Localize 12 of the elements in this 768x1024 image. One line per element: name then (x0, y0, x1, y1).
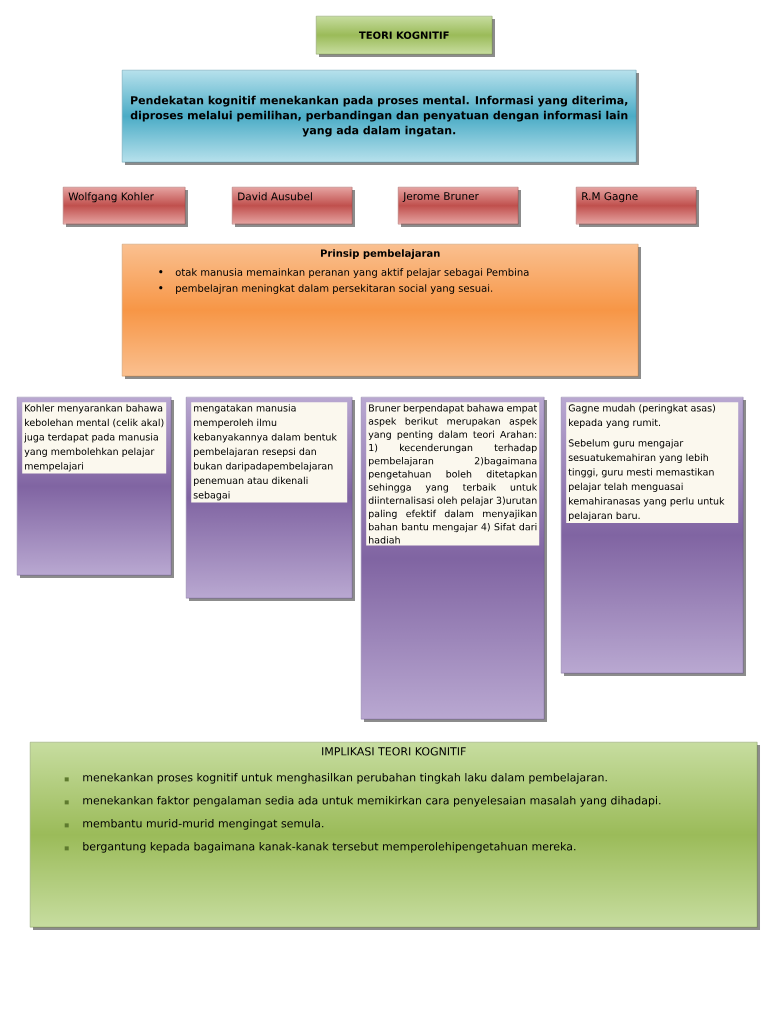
principle-box: Prinsip pembelajaran otak manusia memainkan peranan yang aktif pelajar sebagai Pembina pembelajran meningkat dalam persekitaran social yang sesuai. (122, 244, 641, 379)
title-box: TEORI KOGNITIF (316, 16, 495, 57)
name-box: Wolfgang Kohler (63, 187, 188, 227)
text-box: Bruner berpendapat bahawa empat aspek berikut merupakan aspek yang penting dalam teori Arahan: 1) kecenderungan terhadap pembelajaran 2)bagaimana pengetahuan boleh ditetapkan sehingga yang terbaik untuk diinternalisasi oleh pelajar 3)urutan paling efektif dalam menyajikan bahan bantu mengajar 4) Sifat dari hadiah (361, 397, 547, 722)
description-box: Pendekatan kognitif menekankan pada proses mental. Informasi yang diterima, diproses melalui pemilihan, perbandingan dan penyatuan dengan informasi lain yang ada dalam ingatan. (122, 70, 639, 165)
text-box: Kohler menyarankan bahawa kebolehan mental (celik akal) juga terdapat pada manusia yang membolehkan pelajar mempelajari (17, 397, 174, 578)
name-box: R.M Gagne (576, 187, 699, 227)
text-box: mengatakan manusia memperoleh ilmu kebanyakannya dalam bentuk pembelajaran resepsi dan bukan daripadapembelajaran penemuan atau dikenali sebagai (186, 397, 355, 601)
text-box: Gagne mudah (peringkat asas) kepada yang rumit. Sebelum guru mengajar sesuatukemahiran yang lebih tinggi, guru mesti memastikan pelajar telah menguasai kemahiranasas yang perlu untuk pelajaran baru. (561, 397, 746, 676)
name-box: Jerome Bruner (398, 187, 521, 227)
implication-box: IMPLIKASI TEORI KOGNITIF menekankan proses kognitif untuk menghasilkan perubahan tingkah laku dalam pembelajaran. menekankan faktor pengalaman sedia ada untuk memikirkan cara penyelesaian masalah yang dihadapi. membantu murid-murid mengingat semula. bergantung kepada bagaimana kanak-kanak tersebut memperolehipengetahuan mereka. (30, 742, 760, 930)
name-box: David Ausubel (232, 187, 355, 227)
